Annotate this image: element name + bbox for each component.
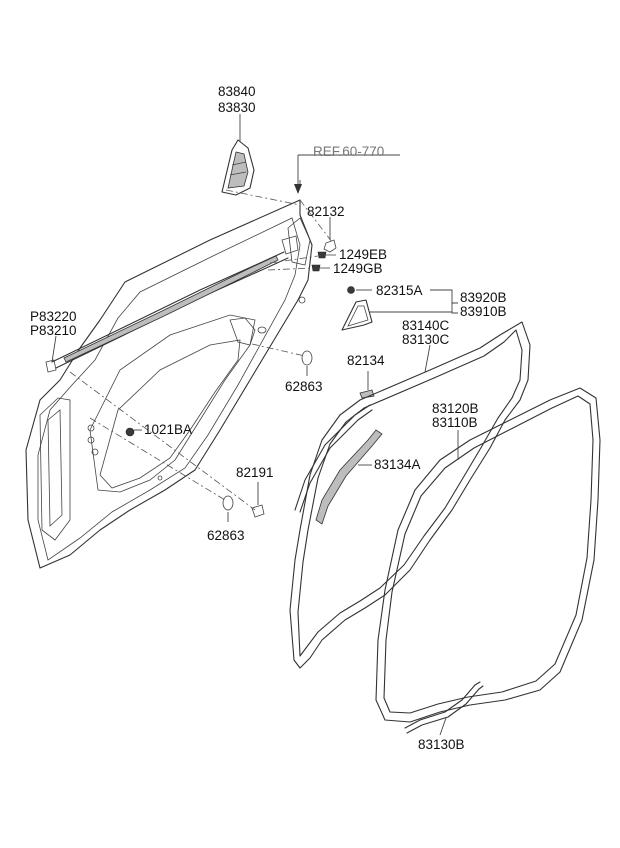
leader-lines <box>51 114 459 736</box>
label-1249GB: 1249GB <box>333 261 383 276</box>
label-83910B: 83910B <box>460 304 507 319</box>
label-82315A: 82315A <box>376 283 423 298</box>
label-83920B: 83920B <box>460 290 507 305</box>
label-82132: 82132 <box>307 204 345 219</box>
lower-weatherstrip <box>404 681 484 734</box>
reference-dashed-lines <box>69 189 333 511</box>
label-62863-lower: 62863 <box>207 528 245 543</box>
label-62863-upper: 62863 <box>285 379 323 394</box>
label-83140C: 83140C <box>402 318 450 333</box>
label-82134: 82134 <box>347 353 385 368</box>
label-ref-60-770: REF.60-770 <box>313 144 384 159</box>
label-83120B: 83120B <box>432 401 479 416</box>
label-1249EB: 1249EB <box>339 247 387 262</box>
door-weatherstrip-inner <box>375 387 601 723</box>
label-P83210: P83210 <box>30 323 77 338</box>
part-labels: 83840 83830 REF.60-770 82132 1249EB 1249… <box>30 84 507 752</box>
trim-strip <box>294 404 383 525</box>
label-83840: 83840 <box>218 84 256 99</box>
delta-molding <box>221 139 255 196</box>
label-83130C: 83130C <box>402 332 450 347</box>
door-panel <box>25 199 313 569</box>
label-82191: 82191 <box>236 465 274 480</box>
label-83110B: 83110B <box>432 415 478 430</box>
label-83830: 83830 <box>218 100 256 115</box>
label-P83220: P83220 <box>30 309 77 324</box>
fasteners <box>125 239 375 518</box>
label-83130B: 83130B <box>418 737 465 752</box>
label-83134A: 83134A <box>374 457 421 472</box>
label-1021BA: 1021BA <box>144 422 192 437</box>
belt-weatherstrip <box>45 251 289 373</box>
